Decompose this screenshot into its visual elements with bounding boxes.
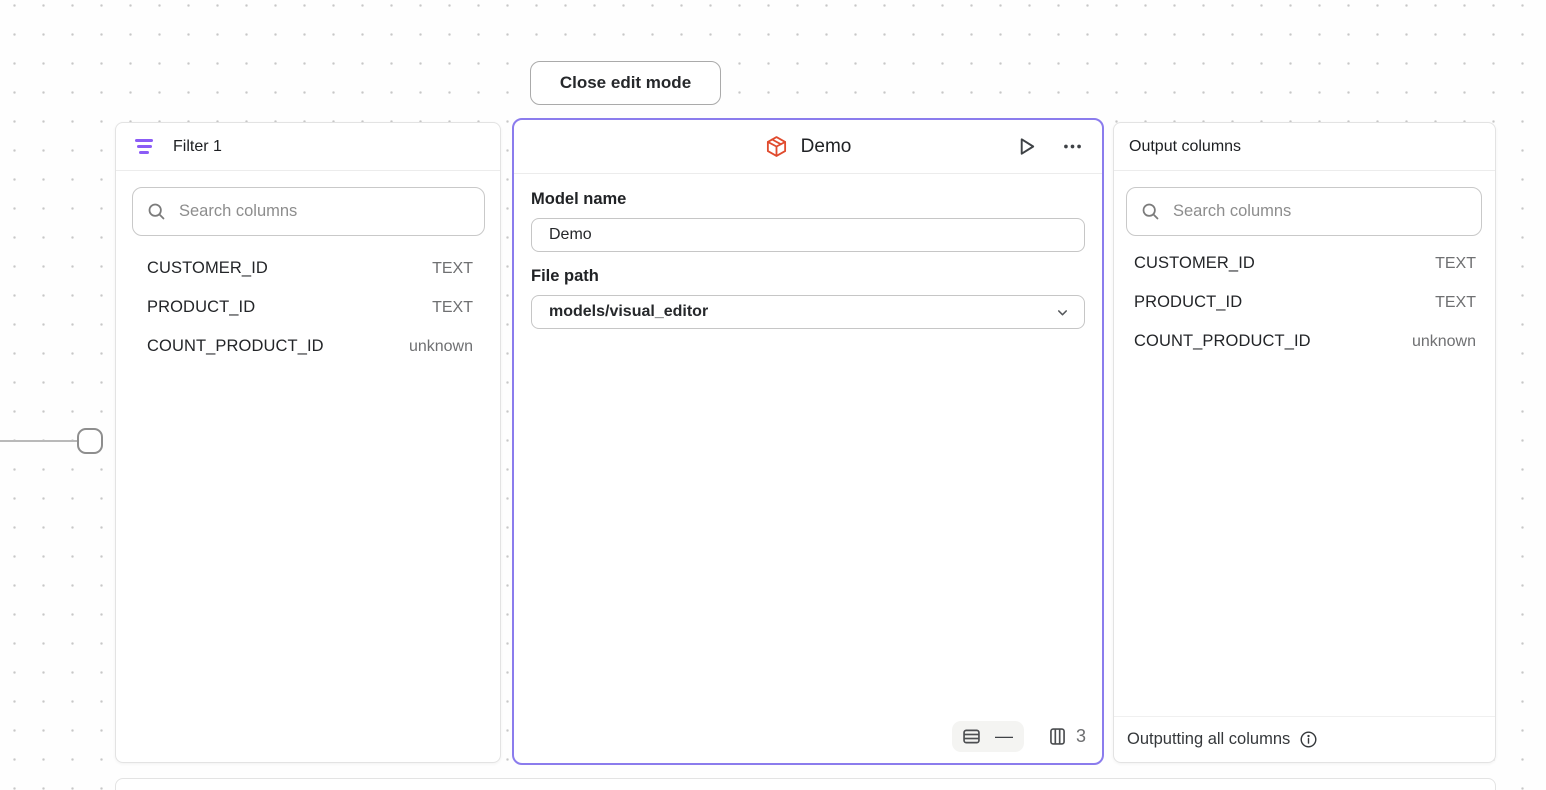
column-row[interactable]: PRODUCT_ID TEXT bbox=[116, 288, 500, 327]
output-footer-text: Outputting all columns bbox=[1127, 730, 1291, 748]
columns-icon bbox=[1050, 728, 1065, 745]
run-model-button[interactable] bbox=[1013, 133, 1040, 160]
play-icon bbox=[1020, 138, 1035, 155]
model-panel-header: Demo bbox=[514, 120, 1102, 174]
model-panel-title: Demo bbox=[800, 135, 852, 157]
output-search-input[interactable] bbox=[1126, 187, 1482, 236]
column-row[interactable]: CUSTOMER_ID TEXT bbox=[116, 249, 500, 288]
column-type: unknown bbox=[408, 337, 473, 355]
column-count-value: 3 bbox=[1075, 726, 1086, 746]
connector-edge bbox=[0, 440, 78, 442]
filter-search-input[interactable] bbox=[132, 187, 485, 236]
column-type: TEXT bbox=[432, 298, 473, 316]
column-row[interactable]: COUNT_PRODUCT_ID unknown bbox=[1114, 322, 1495, 361]
column-name: PRODUCT_ID bbox=[147, 298, 256, 316]
connector-handle[interactable] bbox=[77, 428, 103, 454]
model-name-label: Model name bbox=[531, 190, 627, 208]
info-icon[interactable] bbox=[1299, 730, 1318, 749]
row-count-value: — bbox=[994, 726, 1013, 746]
ellipsis-icon bbox=[1064, 144, 1081, 149]
output-panel-title: Output columns bbox=[1129, 137, 1242, 155]
bottom-node-partial[interactable] bbox=[115, 778, 1496, 790]
column-row[interactable]: CUSTOMER_ID TEXT bbox=[1114, 244, 1495, 283]
search-icon bbox=[148, 203, 165, 220]
search-icon bbox=[1142, 203, 1159, 220]
filter-panel-title: Filter 1 bbox=[173, 137, 222, 155]
filter-icon bbox=[135, 139, 153, 154]
output-panel-header: Output columns bbox=[1114, 123, 1495, 171]
model-box-icon bbox=[766, 136, 786, 157]
more-options-button[interactable] bbox=[1060, 134, 1085, 159]
file-path-label: File path bbox=[531, 267, 599, 285]
column-row[interactable]: PRODUCT_ID TEXT bbox=[1114, 283, 1495, 322]
column-name: COUNT_PRODUCT_ID bbox=[1134, 332, 1311, 350]
column-name: PRODUCT_ID bbox=[1134, 293, 1243, 311]
filter-node-panel[interactable]: Filter 1 CUSTOMER_ID TEXT PRODUCT_ID TEX… bbox=[115, 122, 501, 763]
model-node-panel[interactable]: Demo Model name File path models/visual_… bbox=[512, 118, 1104, 765]
column-name: CUSTOMER_ID bbox=[1134, 254, 1255, 272]
close-edit-mode-button[interactable]: Close edit mode bbox=[530, 61, 721, 105]
file-path-value: models/visual_editor bbox=[549, 303, 709, 320]
chevron-down-icon bbox=[1058, 309, 1067, 315]
column-type: TEXT bbox=[1435, 254, 1476, 272]
column-type: TEXT bbox=[432, 259, 473, 277]
rows-icon bbox=[963, 729, 980, 744]
output-columns-panel[interactable]: Output columns CUSTOMER_ID TEXT PRODUCT_… bbox=[1113, 122, 1496, 763]
column-name: CUSTOMER_ID bbox=[147, 259, 268, 277]
column-count-badge[interactable]: 3 bbox=[1047, 726, 1086, 747]
filter-panel-header: Filter 1 bbox=[116, 123, 500, 171]
column-type: TEXT bbox=[1435, 293, 1476, 311]
row-count-badge[interactable]: — bbox=[951, 721, 1024, 752]
column-type: unknown bbox=[1411, 332, 1476, 350]
column-row[interactable]: COUNT_PRODUCT_ID unknown bbox=[116, 327, 500, 366]
column-name: COUNT_PRODUCT_ID bbox=[147, 337, 324, 355]
file-path-select[interactable]: models/visual_editor bbox=[531, 295, 1085, 329]
model-name-input[interactable] bbox=[531, 218, 1085, 252]
